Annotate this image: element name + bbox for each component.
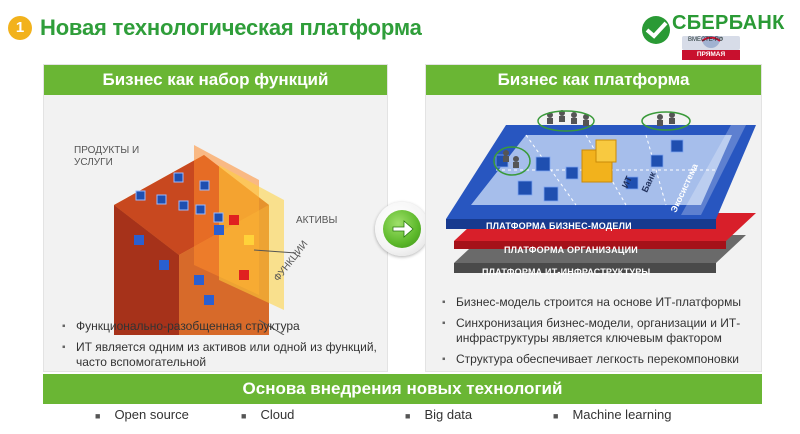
- bullet-icon: ■: [95, 411, 101, 421]
- right-panel: Бизнес как платформа: [425, 64, 762, 372]
- left-bullet-item: ИТ является одним из активов или одной и…: [60, 340, 380, 370]
- technologies-banner: Основа внедрения новых технологий: [43, 374, 762, 404]
- left-bullet-item: Функционально-разобщенная структура: [60, 319, 380, 334]
- sberbank-logo-icon: [642, 16, 670, 44]
- bullet-icon: ■: [553, 411, 559, 421]
- logo-text: СБЕРБАНК: [672, 12, 785, 34]
- right-bullet-item: Синхронизация бизнес-модели, организации…: [440, 316, 755, 346]
- live-broadcast-badge: ВМЕСТЕ-РФ ПРЯМАЯ ТРАНСЛЯЦИЯ: [682, 30, 740, 68]
- layer-it-infrastructure-label: ПЛАТФОРМА ИТ-ИНФРАСТРУКТУРЫ: [482, 267, 651, 277]
- live-badge-top: ВМЕСТЕ-РФ: [682, 30, 740, 50]
- tech-item: ■ Open source: [95, 404, 189, 427]
- tech-item: ■ Machine learning: [553, 404, 671, 427]
- left-panel: Бизнес как набор функций П: [43, 64, 388, 372]
- tech-item-label: Machine learning: [572, 407, 672, 422]
- live-badge-subtitle: ВМЕСТЕ-РФ: [688, 37, 724, 43]
- tech-item-label: Big data: [424, 407, 473, 422]
- technologies-list: ■ Open source ■ Cloud ■ Big data ■ Machine l…: [43, 404, 762, 430]
- arrow-right-icon: [392, 220, 414, 238]
- right-bullet-list: Бизнес-модель строится на основе ИТ-плат…: [440, 295, 755, 373]
- tech-item: ■ Big data: [405, 404, 472, 427]
- tech-item-label: Cloud: [260, 407, 295, 422]
- slide-number-badge: 1: [8, 16, 32, 40]
- tech-item-label: Open source: [114, 407, 189, 422]
- bullet-icon: ■: [241, 411, 247, 421]
- transition-arrow-button: [375, 202, 429, 256]
- arrow-circle: [383, 210, 421, 248]
- left-panel-title: Бизнес как набор функций: [44, 65, 387, 95]
- left-bullet-list: Функционально-разобщенная структура ИТ я…: [60, 319, 380, 376]
- platform-layers-diagram: [446, 110, 756, 273]
- label-products-services: ПРОДУКТЫ И УСЛУГИ: [74, 145, 140, 168]
- functions-cube-diagram: [114, 145, 297, 335]
- bullet-icon: ■: [405, 411, 411, 421]
- layer-organization-label: ПЛАТФОРМА ОРГАНИЗАЦИИ: [504, 245, 638, 255]
- layer-business-model-label: ПЛАТФОРМА БИЗНЕС-МОДЕЛИ: [486, 221, 632, 231]
- label-assets: АКТИВЫ: [296, 215, 338, 226]
- tech-item: ■ Cloud: [241, 404, 294, 427]
- right-panel-title: Бизнес как платформа: [426, 65, 761, 95]
- right-bullet-item: Структура обеспечивает легкость перекомп…: [440, 352, 755, 367]
- slide-header: 1 Новая технологическая платформа СБЕРБА…: [0, 0, 800, 68]
- live-badge-label: ПРЯМАЯ ТРАНСЛЯЦИЯ: [682, 50, 740, 68]
- right-bullet-item: Бизнес-модель строится на основе ИТ-плат…: [440, 295, 755, 310]
- page-title: Новая технологическая платформа: [40, 15, 422, 40]
